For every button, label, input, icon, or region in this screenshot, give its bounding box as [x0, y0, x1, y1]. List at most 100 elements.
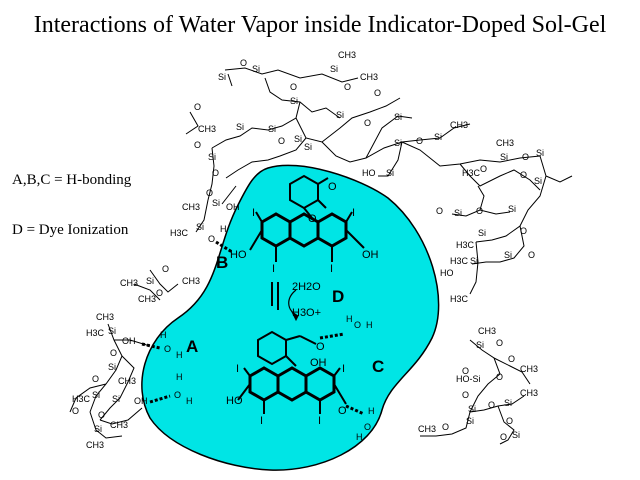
atom-iodine: I	[352, 207, 355, 219]
atom-ch3: CH3	[450, 120, 468, 130]
atom-si: Si	[108, 362, 116, 372]
atom-o: O	[290, 82, 297, 92]
dye-molecule-top	[249, 174, 365, 262]
atom-o: O	[194, 140, 201, 150]
atom-iodine: I	[236, 363, 239, 375]
atom-h: H	[220, 224, 227, 234]
atom-o: O	[520, 170, 527, 180]
silica-network-bottom-right	[420, 339, 531, 445]
atom-si: Si	[336, 110, 344, 120]
atom-si: Si	[386, 168, 394, 178]
atom-h3c: H3C	[170, 228, 189, 238]
silica-network-top	[185, 67, 541, 233]
silica-network-right	[451, 155, 573, 295]
atom-ch3: CH3	[418, 424, 436, 434]
dye-top-labels: O O OH HO I I I I	[230, 181, 379, 275]
atom-o: O	[442, 422, 449, 432]
atom-o: O	[496, 338, 503, 348]
atom-h: H	[176, 372, 183, 382]
atom-si: Si	[94, 424, 102, 434]
atom-hosi: HO-Si	[456, 374, 481, 384]
atom-o: O	[162, 264, 169, 274]
label-d: D	[332, 287, 344, 306]
atom-si: Si	[536, 148, 544, 158]
atom-o: O	[194, 102, 201, 112]
atom-si: Si	[470, 256, 478, 266]
atom-si: Si	[512, 430, 520, 440]
atom-o: O	[164, 344, 171, 354]
atom-h3c: H3C	[456, 240, 475, 250]
label-b: B	[216, 253, 228, 272]
atom-ch3: CH3	[520, 364, 538, 374]
atom-o: O	[462, 366, 469, 376]
atom-o: O	[496, 372, 503, 382]
atom-o: O	[462, 390, 469, 400]
atom-ch3: CH3	[138, 294, 156, 304]
atom-o: O	[316, 341, 325, 353]
atom-si: Si	[508, 204, 516, 214]
atom-h3c: H3C	[450, 256, 469, 266]
atom-o: O	[416, 136, 423, 146]
atom-si: Si	[454, 208, 462, 218]
atom-oh: OH	[122, 336, 136, 346]
atom-o: O	[364, 118, 371, 128]
atom-oh: OH	[362, 249, 379, 261]
atom-o: O	[480, 164, 487, 174]
atom-o: O	[338, 405, 347, 417]
atom-oh: OH	[310, 357, 327, 369]
diagram-title: Interactions of Water Vapor inside Indic…	[33, 12, 607, 38]
atom-o: O	[174, 390, 181, 400]
atom-si: Si	[236, 122, 244, 132]
atom-o: O	[344, 82, 351, 92]
atom-ch3: CH3	[86, 440, 104, 450]
atom-si: Si	[196, 222, 204, 232]
legend-dye-ionization: D = Dye Ionization	[12, 222, 129, 238]
label-c: C	[372, 357, 384, 376]
atom-labels: Si Si O CH3 Si O CH3 Si O Si O CH3 Si Si…	[72, 50, 544, 450]
hydrogen-bonds	[141, 240, 365, 416]
atom-iodine: I	[272, 263, 275, 275]
atom-si: Si	[534, 176, 542, 186]
atom-si: Si	[146, 276, 154, 286]
atom-iodine: I	[252, 207, 255, 219]
atom-si: Si	[304, 142, 312, 152]
reaction-species: 2H2O H3O+	[292, 281, 321, 319]
atom-o: O	[436, 206, 443, 216]
atom-ch3: CH3	[182, 276, 200, 286]
atom-o: O	[508, 354, 515, 364]
legend-h-bonding: A,B,C = H-bonding	[12, 172, 132, 188]
atom-o: O	[98, 410, 105, 420]
atom-iodine: I	[342, 363, 345, 375]
atom-ch3: CH3	[496, 138, 514, 148]
atom-iodine: I	[260, 415, 263, 427]
atom-iodine: I	[318, 415, 321, 427]
atom-ho: HO	[230, 249, 247, 261]
atom-ch3: CH3	[118, 376, 136, 386]
atom-si: Si	[504, 398, 512, 408]
atom-h: H	[176, 350, 183, 360]
atom-ho: HO	[226, 395, 243, 407]
atom-ch3: CH3	[198, 124, 216, 134]
atom-ch3: CH3	[360, 72, 378, 82]
atom-si: Si	[468, 404, 476, 414]
atom-ch3: CH3	[110, 420, 128, 430]
atom-o: O	[208, 234, 215, 244]
atom-si: Si	[294, 134, 302, 144]
water-reactant: 2H2O	[292, 281, 321, 293]
atom-o: O	[488, 400, 495, 410]
atom-si: Si	[92, 390, 100, 400]
atom-si: Si	[330, 64, 338, 74]
atom-si: Si	[112, 394, 120, 404]
atom-h3c: H3C	[72, 394, 91, 404]
atom-o: O	[212, 168, 219, 178]
atom-si: Si	[394, 138, 402, 148]
atom-ho: HO	[440, 268, 454, 278]
atom-h: H	[366, 320, 373, 330]
atom-o: O	[354, 320, 361, 330]
atom-h3c: H3C	[462, 168, 481, 178]
atom-h3c: H3C	[86, 328, 105, 338]
pore-region	[141, 164, 440, 471]
atom-o: O	[506, 416, 513, 426]
